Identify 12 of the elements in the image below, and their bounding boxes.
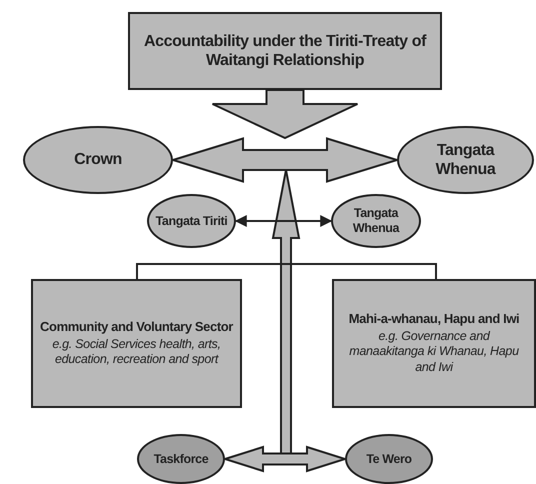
ellipse-node: Te Wero bbox=[345, 434, 433, 484]
ellipse-node: Taskforce bbox=[137, 434, 225, 484]
bracket-line bbox=[136, 263, 437, 279]
heading-box: Accountability under the Tiriti-Treaty of Waitangi Relationship bbox=[128, 12, 442, 90]
ellipse-node: Crown bbox=[23, 126, 173, 194]
sector-box: Community and Voluntary Sector e.g. Social Services health, arts, education, recreation and sport bbox=[31, 279, 242, 408]
sector-box: Mahi-a-whanau, Hapu and Iwi e.g. Governance and manaakitanga ki Whanau, Hapu and Iwi bbox=[332, 279, 536, 408]
double-arrow bbox=[234, 215, 332, 227]
ellipse-node: Tangata Whenua bbox=[397, 126, 534, 194]
ellipse-node: Tangata Whenua bbox=[331, 194, 421, 248]
block-arrow bbox=[212, 89, 358, 140]
ellipse-node: Tangata Tiriti bbox=[147, 194, 236, 248]
